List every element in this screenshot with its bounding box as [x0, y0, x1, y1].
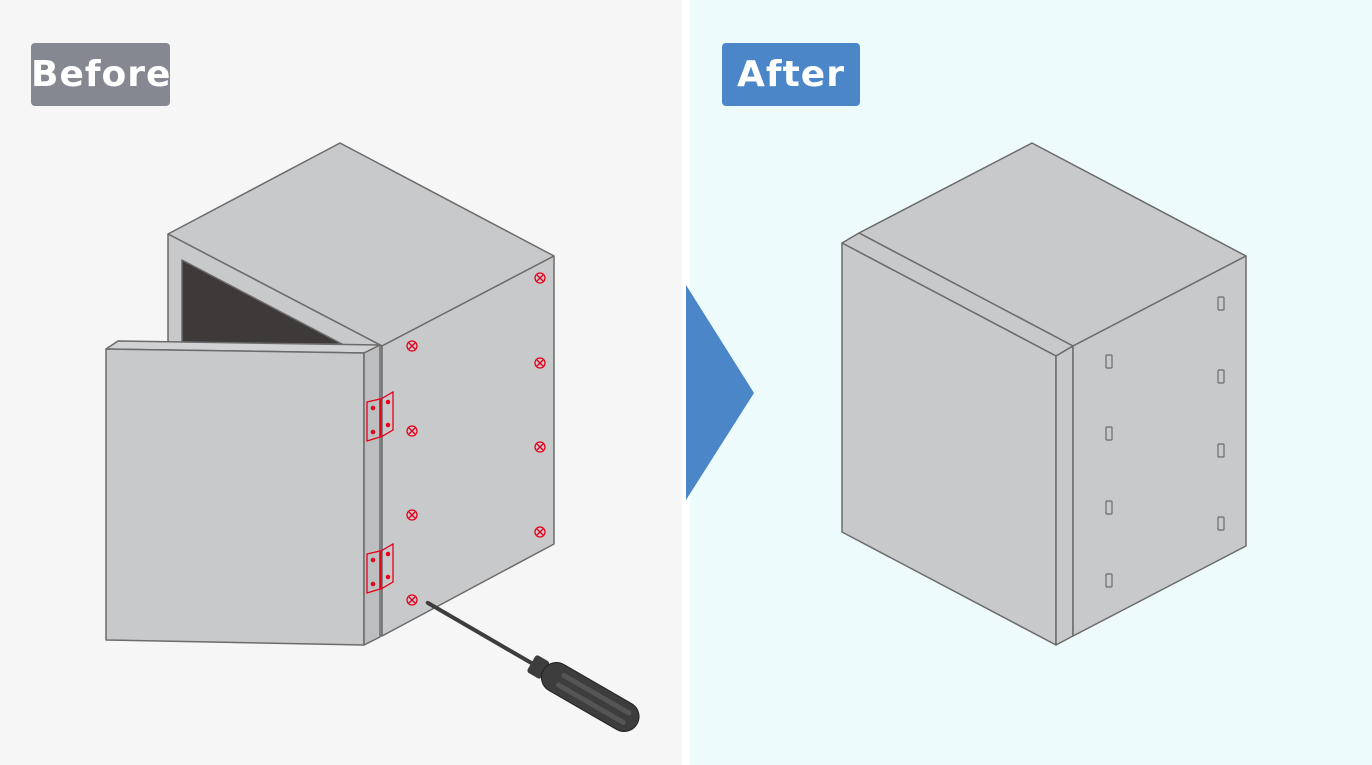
screwdriver-icon — [425, 600, 640, 732]
door-side-edge — [1055, 345, 1074, 646]
hinge-icon — [366, 390, 394, 442]
hinge-icon — [366, 542, 394, 594]
cabinet-right-side — [1072, 255, 1247, 637]
screw-icon — [406, 272, 546, 606]
after-cabinet — [841, 142, 1247, 646]
before-cabinet — [105, 142, 555, 646]
screw-hole-caps — [1105, 296, 1225, 588]
door-side-edge — [363, 344, 381, 646]
door-panel — [105, 348, 365, 646]
cabinet-right-side — [381, 255, 555, 637]
before-label: Before — [31, 43, 170, 106]
after-panel: After — [690, 0, 1372, 765]
right-arrow-icon — [686, 285, 754, 500]
after-label: After — [722, 43, 860, 106]
